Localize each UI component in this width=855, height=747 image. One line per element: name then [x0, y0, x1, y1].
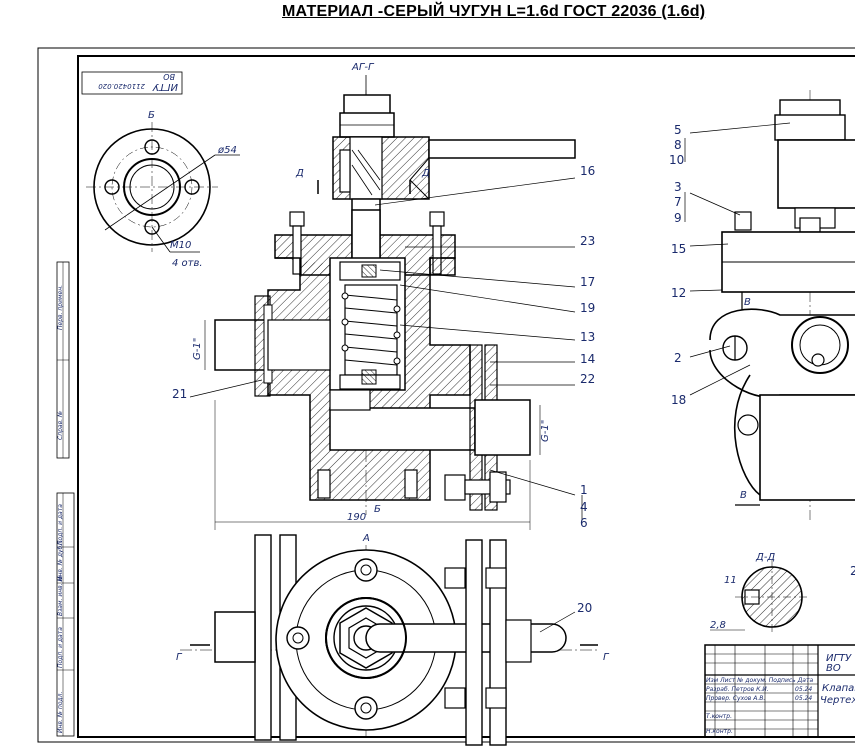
side-view: [709, 90, 855, 520]
sidebar-label-3: Подп. и дата: [57, 504, 64, 545]
tb-name-2: Чертеж: [820, 695, 855, 706]
tb-name-1: Клапан: [822, 683, 855, 694]
view-v-bottom: В: [740, 490, 747, 501]
callout-8: 8: [674, 138, 682, 152]
section-main-label: АГ-Г: [351, 62, 375, 73]
outer-frame: [37, 47, 855, 743]
side-leaders: [684, 122, 791, 396]
view-g-right: Г: [603, 652, 610, 663]
corner-stamp: ИГТУ ВО 2110420.020: [81, 71, 183, 95]
callout-11: 11: [724, 575, 737, 586]
callout-4: 4: [580, 500, 588, 514]
left-sidebar: Перв. примен. Справ. № Подп. и дата Инв.…: [56, 261, 75, 737]
callout-19: 19: [580, 301, 595, 315]
callout-3: 3: [674, 180, 682, 194]
tb-tcontrol: Т.контр.: [706, 713, 732, 720]
title-block: [704, 644, 855, 738]
sidebar-label-7: Инв. № подл.: [57, 692, 64, 733]
stamp-year: 2110420.020: [98, 82, 145, 90]
callout-13: 13: [580, 330, 595, 344]
sidebar-label-2: Справ. №: [57, 411, 64, 440]
sidebar-label-4: Инв. № дубл.: [57, 540, 64, 581]
callout-1: 1: [580, 483, 588, 497]
sidebar-label-1: Перв. примен.: [57, 285, 64, 330]
tb-developer: Разраб. Петров К.И.: [706, 686, 769, 693]
tb-checker: Провер. Сухов А.В.: [706, 695, 765, 702]
dim-m10: M10: [170, 240, 191, 251]
section-dd-label: Д-Д: [755, 552, 775, 563]
stamp-suffix: ВО: [163, 72, 175, 81]
tb-date-1: 05.24: [795, 686, 812, 693]
callout-9: 9: [674, 211, 682, 225]
main-leaders: [189, 177, 583, 520]
callout-14: 14: [580, 352, 595, 366]
main-section-view: [204, 90, 576, 530]
tb-org: ИГТУ: [826, 653, 852, 664]
top-view-a: [180, 534, 600, 746]
view-v-top: В: [744, 297, 751, 308]
view-a-label: А: [362, 533, 370, 544]
callout-2b: 2: [850, 564, 855, 578]
callout-5: 5: [674, 123, 682, 137]
view-b-mark: Б: [374, 504, 381, 515]
tb-org2: ВО: [826, 663, 841, 674]
callout-17: 17: [580, 275, 595, 289]
callout-15: 15: [671, 242, 686, 256]
callout-22: 22: [580, 372, 595, 386]
tb-ncontrol: Н.контр.: [706, 728, 733, 735]
section-dd-view: [710, 560, 810, 635]
callout-23: 23: [580, 234, 595, 248]
flange-view-b: [86, 122, 240, 253]
tb-date-2: 05.24: [795, 695, 812, 702]
section-d-right: Д: [421, 168, 430, 179]
callout-18: 18: [671, 393, 686, 407]
view-g-left: Г: [176, 652, 183, 663]
dim-g1-left: G-1": [192, 338, 203, 360]
dim-190: 190: [347, 512, 366, 523]
tb-row-header: Изм Лист № докум. Подпись Дата: [706, 677, 813, 684]
callout-21: 21: [172, 387, 187, 401]
sidebar-label-5: Взам. инв. №: [57, 575, 64, 616]
callout-7: 7: [674, 195, 682, 209]
callout-12: 12: [671, 286, 686, 300]
callout-2: 2: [674, 351, 682, 365]
view-b-label: Б: [148, 110, 155, 121]
callout-6: 6: [580, 516, 588, 530]
callout-20: 20: [577, 601, 592, 615]
callout-10: 10: [669, 153, 684, 167]
sidebar-label-6: Подп. и дата: [57, 627, 64, 668]
dim-holes: 4 отв.: [172, 258, 203, 269]
stamp-code: ИГТУ: [152, 81, 178, 92]
dim-2-8: 2,8: [710, 620, 726, 631]
section-d-left: Д: [295, 168, 304, 179]
drawing-header: МАТЕРИАЛ -СЕРЫЙ ЧУГУН L=1.6d ГОСТ 22036 …: [282, 3, 706, 20]
dim-dia54: ø54: [217, 145, 237, 156]
dim-g1-right: G-1": [540, 420, 551, 442]
callout-16: 16: [580, 164, 595, 178]
